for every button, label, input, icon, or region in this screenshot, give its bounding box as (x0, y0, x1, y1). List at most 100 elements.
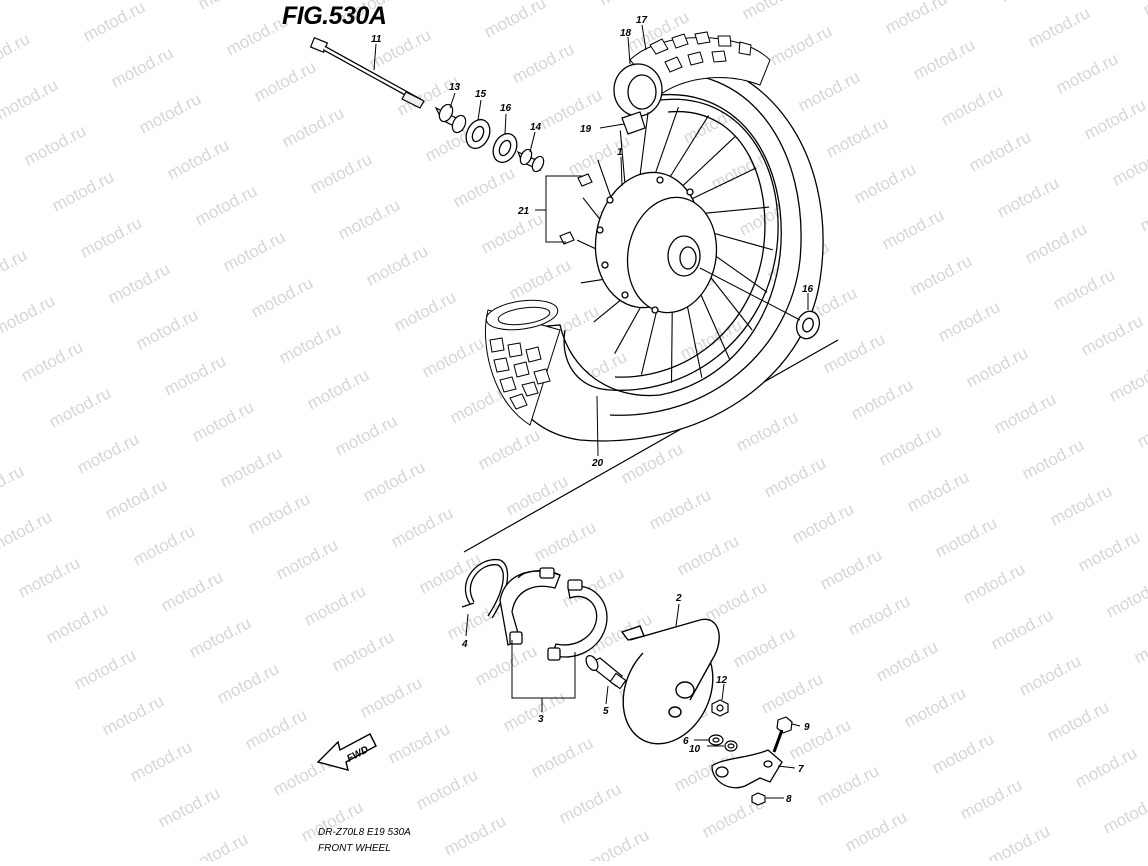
watermark-text: motod.ru (273, 535, 341, 583)
watermark-text: motod.ru (842, 807, 910, 855)
watermark-text: motod.ru (1050, 265, 1118, 313)
watermark-text: motod.ru (733, 407, 801, 455)
brake-shoe-right (547, 579, 608, 661)
watermark-text: motod.ru (509, 39, 577, 87)
watermark-text: motod.ru (767, 21, 835, 69)
watermark-text: motod.ru (301, 581, 369, 629)
watermark-text: motod.ru (481, 0, 549, 42)
brake-stopper (711, 749, 783, 789)
watermark-text: motod.ru (363, 241, 431, 289)
brake-shoe-left (499, 567, 561, 646)
watermark-text: motod.ru (108, 43, 176, 91)
tire-tread-top (629, 31, 771, 96)
watermark-text: motod.ru (1022, 219, 1090, 267)
watermark-text: motod.ru (164, 135, 232, 183)
callout-9: 9 (804, 722, 810, 733)
spoke (683, 167, 757, 204)
watermark-text: motod.ru (997, 0, 1065, 6)
watermark-text: motod.ru (500, 687, 568, 735)
oil-seal (465, 118, 491, 150)
wheel-bearing-right (795, 310, 821, 340)
callout-7: 7 (798, 764, 804, 775)
watermark-text: motod.ru (994, 173, 1062, 221)
callout-17: 17 (636, 15, 648, 26)
watermark-text: motod.ru (472, 641, 540, 689)
watermark-text: motod.ru (304, 365, 372, 413)
watermark-text: motod.ru (223, 11, 291, 59)
watermark-text: motod.ru (419, 333, 487, 381)
watermark-text: motod.ru (0, 199, 2, 247)
watermark-text: motod.ru (988, 605, 1056, 653)
axle-spacer (434, 103, 467, 134)
watermark-text: motod.ru (1053, 49, 1121, 97)
watermark-text: motod.ru (130, 521, 198, 569)
watermark-text: motod.ru (332, 411, 400, 459)
section-divider (463, 339, 839, 553)
watermark-text: motod.ru (789, 499, 857, 547)
watermark-text: motod.ru (1078, 311, 1146, 359)
watermark-text: motod.ru (730, 623, 798, 671)
watermark-text: motod.ru (413, 765, 481, 813)
watermark-text: motod.ru (823, 113, 891, 161)
watermark-text: motod.ru (478, 209, 546, 257)
callout-14: 14 (530, 122, 542, 133)
watermark-text: motod.ru (279, 103, 347, 151)
watermark-text: motod.ru (674, 531, 742, 579)
watermark-text: motod.ru (0, 29, 33, 77)
watermark-text: motod.ru (817, 545, 885, 593)
callout-8: 8 (786, 794, 792, 805)
watermark-text: motod.ru (932, 513, 1000, 561)
hub-bolts (559, 173, 593, 245)
watermark-text: motod.ru (214, 659, 282, 707)
callout-4: 4 (461, 639, 468, 650)
watermark-text: motod.ru (596, 0, 664, 10)
inner-tube (613, 63, 663, 117)
watermark-text: motod.ru (814, 761, 882, 809)
watermark-text: motod.ru (966, 127, 1034, 175)
watermark-text: motod.ru (786, 715, 854, 763)
watermark-text: motod.ru (1072, 743, 1140, 791)
watermark-text: motod.ru (102, 475, 170, 523)
watermark-text: motod.ru (385, 719, 453, 767)
figure-title: FIG.530A (282, 2, 387, 30)
watermark-text: motod.ru (503, 471, 571, 519)
callout-2: 2 (675, 593, 682, 604)
watermark-text: motod.ru (907, 251, 975, 299)
watermark-text: motod.ru (1016, 651, 1084, 699)
watermark-text: motod.ru (882, 0, 950, 38)
watermark-text: motod.ru (584, 825, 652, 861)
leader-bearing-right (699, 267, 801, 321)
wheel-hub (594, 171, 718, 314)
stopper-nut (751, 792, 766, 806)
watermark-text: motod.ru (901, 683, 969, 731)
watermark-text: motod.ru (186, 613, 254, 661)
callout-20: 20 (591, 458, 604, 469)
watermark-text: motod.ru (1075, 527, 1143, 575)
watermark-text: motod.ru (155, 783, 223, 831)
watermark-text: motod.ru (450, 163, 518, 211)
watermark-text: motod.ru (904, 467, 972, 515)
hub-spacer (516, 148, 545, 173)
watermark-text: motod.ru (957, 775, 1025, 823)
watermark-text: motod.ru (416, 549, 484, 597)
watermark-text: motod.ru (758, 669, 826, 717)
watermark-text: motod.ru (761, 453, 829, 501)
watermark-text: motod.ru (845, 591, 913, 639)
watermark-text: motod.ru (556, 779, 624, 827)
watermark-text: motod.ru (335, 195, 403, 243)
watermark-text: motod.ru (960, 559, 1028, 607)
watermark-text: motod.ru (127, 737, 195, 785)
watermark-text: motod.ru (189, 397, 257, 445)
brake-camshaft (585, 655, 627, 690)
callout-12: 12 (716, 675, 728, 686)
watermark-text: motod.ru (1134, 403, 1148, 451)
watermark-text: motod.ru (1025, 3, 1093, 51)
callout-3: 3 (538, 714, 544, 725)
watermark-text: motod.ru (1081, 95, 1148, 143)
watermark-text: motod.ru (929, 729, 997, 777)
watermark-text: motod.ru (1047, 481, 1115, 529)
watermark-text: motod.ru (192, 181, 260, 229)
watermark-text: motod.ru (307, 149, 375, 197)
watermark-text: motod.ru (1044, 697, 1112, 745)
watermark-text: motod.ru (220, 227, 288, 275)
